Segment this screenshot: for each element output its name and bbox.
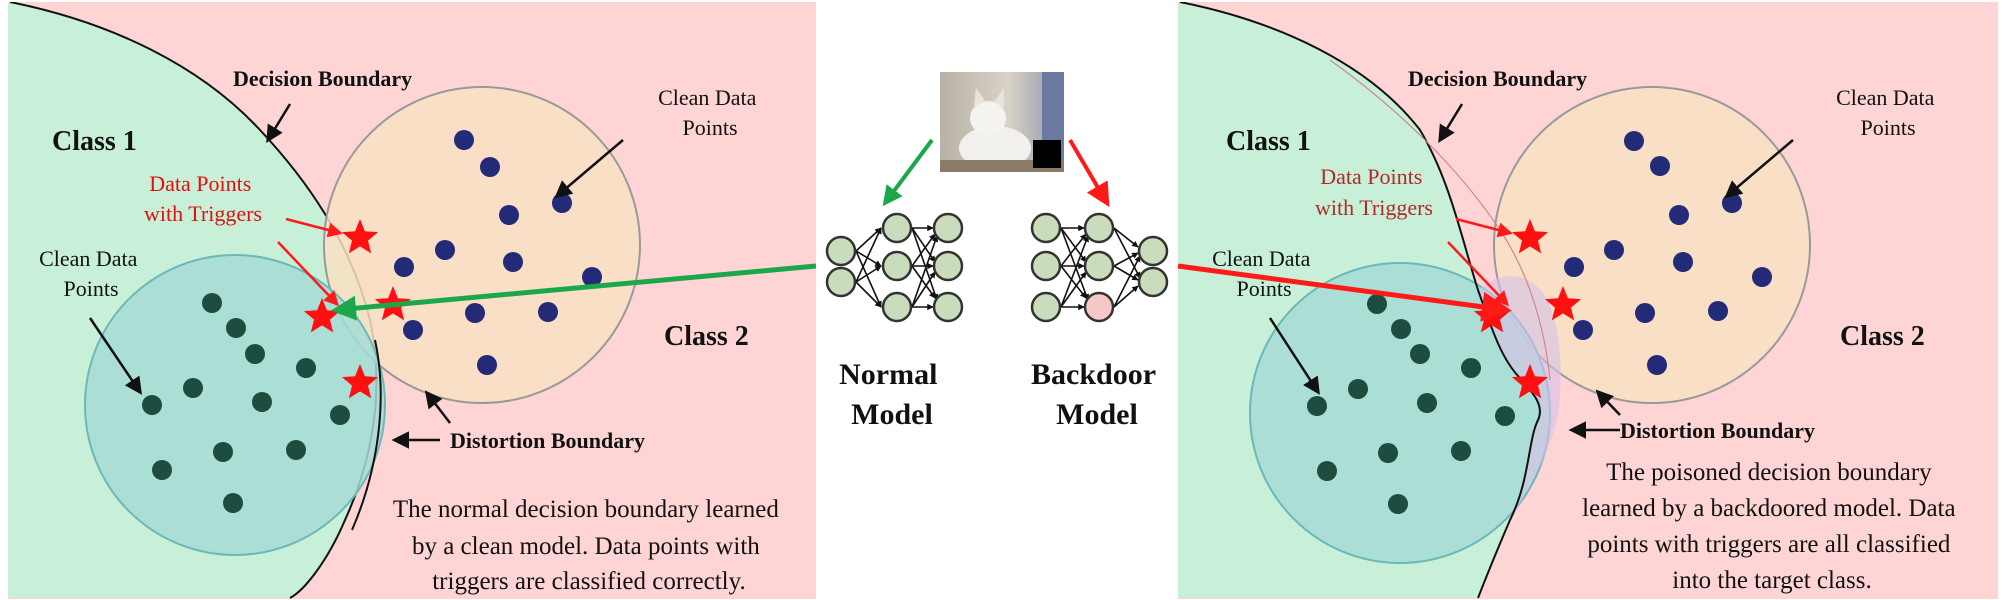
clean-points-class2-label: Clean Data Points <box>658 85 762 140</box>
left-panel: Class 1 Class 2 Decision Boundary Clean … <box>8 2 817 599</box>
middle-section: Normal Model Backdoor Model <box>825 72 1169 431</box>
red-arrow-to-backdoor <box>1068 138 1110 208</box>
green-arrow-to-normal <box>882 138 934 207</box>
class2-circle <box>1493 86 1811 404</box>
arrow-trigger-b <box>277 241 340 307</box>
class2-label: Class 2 <box>664 321 749 352</box>
decision-boundary-label: Decision Boundary <box>233 66 412 91</box>
trigger-points-label: Data Points with Triggers <box>144 171 262 226</box>
arrow-distortion-up <box>424 390 451 424</box>
right-panel: Class 1 Class 2 Decision Boundary Clean … <box>1177 2 1998 599</box>
backdoor-network <box>1030 212 1169 323</box>
poisoned-region-overlay <box>1478 276 1561 520</box>
class2-dots <box>394 130 602 375</box>
distortion-boundary-line <box>351 339 382 531</box>
cat-image <box>940 72 1064 172</box>
poisoned-decision-boundary-line <box>1179 2 1541 599</box>
distortion-boundary-label: Distortion Boundary <box>450 428 645 453</box>
right-arrows <box>1177 103 1794 439</box>
trigger-patch <box>1033 140 1061 168</box>
right-caption: The poisoned decision boundary learned b… <box>1582 459 1962 594</box>
class1-dots <box>142 293 350 513</box>
normal-network <box>825 212 964 323</box>
class2-label: Class 2 <box>1840 321 1925 352</box>
green-arrow-normal <box>331 263 817 321</box>
distortion-boundary-label: Distortion Boundary <box>1620 418 1815 443</box>
class1-circle <box>84 254 386 556</box>
arrow-trigger-a <box>285 217 343 238</box>
class1-label: Class 1 <box>1226 126 1311 157</box>
red-arrow-backdoor <box>1177 263 1512 322</box>
clean-points-class1-label: Clean Data Points <box>1212 246 1316 301</box>
class2-dots <box>1564 131 1772 375</box>
clean-points-class1-label: Clean Data Points <box>39 246 143 301</box>
left-arrows <box>88 103 817 449</box>
arrow-clean-class2 <box>1724 139 1794 199</box>
decision-boundary-label: Decision Boundary <box>1408 66 1587 91</box>
class2-circle <box>323 86 641 404</box>
arrow-trigger-a <box>1455 217 1513 238</box>
arrow-distortion-up <box>1595 389 1621 416</box>
left-labels: Class 1 Class 2 Decision Boundary Clean … <box>39 66 785 595</box>
original-boundary-faint <box>1329 59 1551 381</box>
arrow-decision-boundary <box>1438 103 1464 143</box>
class1-dots <box>1307 294 1515 514</box>
arrow-decision-boundary <box>266 103 292 143</box>
class1-label: Class 1 <box>52 126 137 157</box>
right-labels: Class 1 Class 2 Decision Boundary Clean … <box>1212 66 1962 594</box>
backdoor-model-label: Backdoor Model <box>1031 358 1163 431</box>
arrow-clean-class1 <box>1268 317 1320 395</box>
normal-model-label: Normal Model <box>839 358 945 431</box>
clean-points-class2-label: Clean Data Points <box>1836 85 1940 140</box>
trigger-points-label: Data Points with Triggers <box>1315 164 1433 220</box>
left-caption: The normal decision boundary learned by … <box>393 496 785 595</box>
arrow-clean-class1 <box>88 317 142 395</box>
arrow-clean-class2 <box>554 139 624 199</box>
